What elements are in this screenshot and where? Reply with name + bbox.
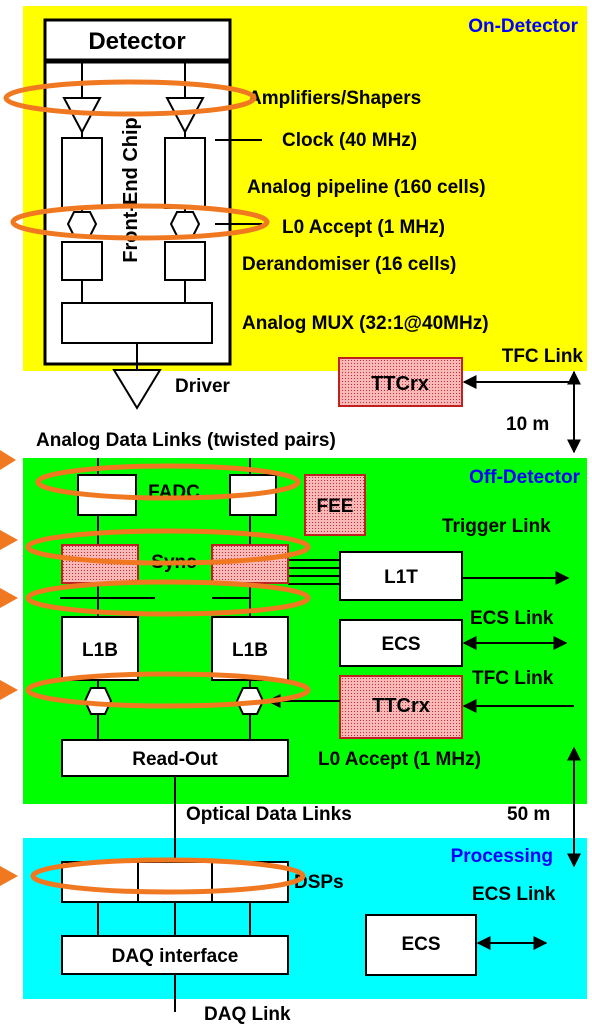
fee-box [304,474,366,536]
daq-link-label: DAQ Link [204,1004,291,1025]
processing-title: Processing [451,846,553,867]
highlight-fadc [35,463,301,501]
l1t-label: L1T [384,567,418,588]
l0-accept-top-label: L0 Accept (1 MHz) [282,217,445,238]
pipeline-left [61,137,103,209]
fee-label: FEE [317,496,354,517]
derandomiser-right [164,241,206,281]
ecs-bottom-box [365,914,477,976]
side-marker-5 [0,866,18,886]
driver-triangle [112,369,162,410]
l0-accept-bottom-label: L0 Accept (1 MHz) [318,749,481,770]
daq-interface-box [61,935,289,975]
ecs-link-mid-label: ECS Link [470,608,554,629]
highlight-dsps [30,857,306,895]
analog-mux-box [61,302,213,344]
side-markers [0,450,18,886]
side-marker-4 [0,680,18,700]
highlight-sync [25,528,311,566]
l1b-right-label: L1B [232,640,268,661]
readout-label: Read-Out [132,749,218,770]
ttcrx-top-label: TTCrx [371,373,429,395]
highlight-l1b [25,671,311,709]
highlight-l0-accept [10,203,270,241]
side-marker-2 [0,530,18,550]
trigger-link-label: Trigger Link [442,516,551,537]
dist-10m-label: 10 m [506,414,549,435]
highlight-amplifiers [3,79,257,117]
readout-box [61,739,289,777]
switch-left [66,211,98,237]
optical-links-label: Optical Data Links [186,804,352,825]
off-detector-title: Off-Detector [469,467,580,488]
side-marker-1 [0,450,16,470]
pipeline-label: Analog pipeline (160 cells) [247,177,486,198]
analog-links-label: Analog Data Links (twisted pairs) [36,430,336,451]
highlight-clock-sync [25,579,311,617]
detector-label: Detector [88,28,185,55]
switch-right [169,211,201,237]
detector-box [43,18,232,62]
derandomiser-label: Derandomiser (16 cells) [242,254,456,275]
tfc-link-top-label: TFC Link [502,346,584,367]
driver-label: Driver [175,376,231,397]
ttcrx-mid-label: TTCrx [372,695,430,717]
front-end-wiring [81,60,262,370]
ecs-bottom-label: ECS [401,934,440,955]
l1b-left-label: L1B [82,640,118,661]
tfc-top-arrows [462,370,581,454]
ecs-mid-label: ECS [381,634,420,655]
ttcrx-mid-box [339,675,463,739]
daq-interface-label: DAQ interface [112,946,239,967]
processing-wiring [97,902,251,1012]
dsp-box-2 [137,861,213,903]
analog-mux-label: Analog MUX (32:1@40MHz) [242,313,489,334]
l1t-box [339,551,463,601]
derandomiser-left [61,241,103,281]
clock-label: Clock (40 MHz) [282,130,417,151]
ttcrx-top-box [338,357,463,407]
pipeline-right [164,137,206,209]
ecs-mid-box [339,619,463,667]
l1b-right-box [211,616,289,681]
l1b-left-box [61,616,139,681]
on-detector-title: On-Detector [468,16,578,37]
ecs-link-bottom-label: ECS Link [472,884,556,905]
dsps-label: DSPs [294,872,344,893]
tfc-link-mid-label: TFC Link [472,668,554,689]
front-end-chip-label: Front-End Chip [120,117,142,263]
highlight-ellipses [3,79,311,895]
side-marker-3 [0,588,18,608]
dsp-box-1 [61,861,139,903]
dist-50m-label: 50 m [507,804,550,825]
amplifiers-label: Amplifiers/Shapers [248,88,421,109]
